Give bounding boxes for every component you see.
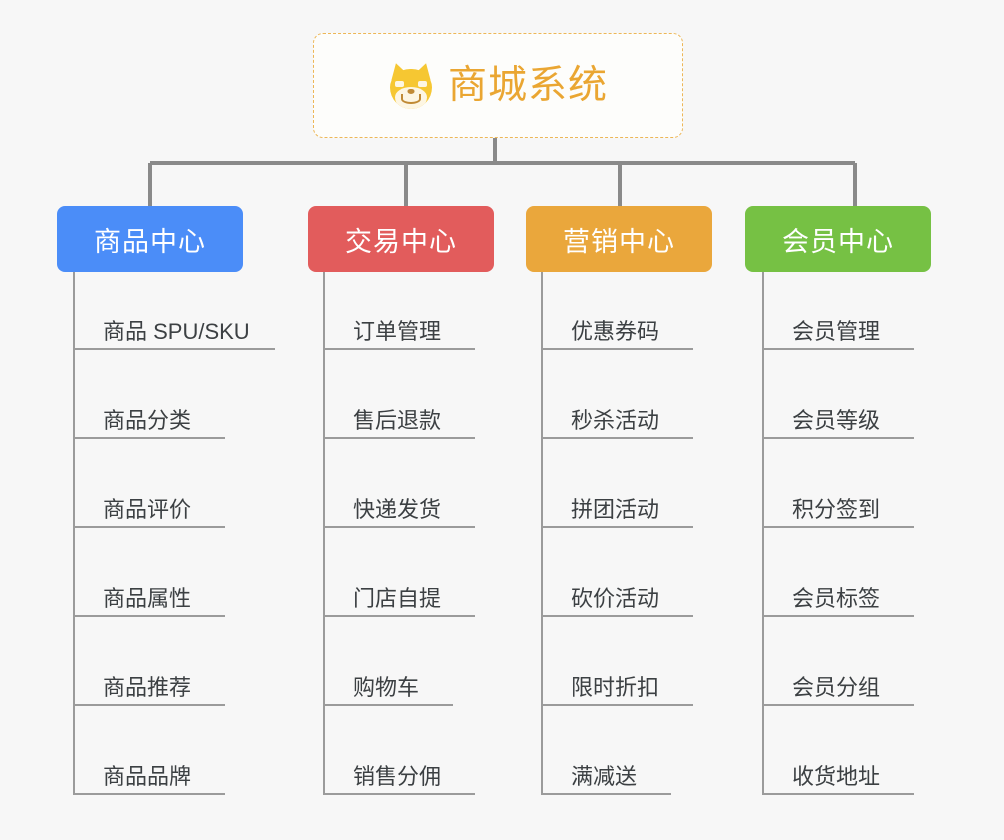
leaf-item[interactable]: 商品品牌 <box>73 751 225 795</box>
category-label: 营销中心 <box>563 226 675 257</box>
leaf-item[interactable]: 商品属性 <box>73 573 225 617</box>
leaf-item[interactable]: 积分签到 <box>762 484 914 528</box>
leaf-item-label: 拼团活动 <box>571 496 660 522</box>
leaf-item[interactable]: 砍价活动 <box>541 573 693 617</box>
leaf-item-label: 商品评价 <box>103 496 192 522</box>
leaf-item-label: 会员标签 <box>792 585 881 611</box>
category-marketing-center[interactable]: 营销中心 <box>526 206 712 272</box>
leaf-item-label: 快递发货 <box>353 496 442 522</box>
category-label: 商品中心 <box>94 226 206 257</box>
leaf-item-label: 商品 SPU/SKU <box>103 318 250 344</box>
shiba-inu-icon <box>387 60 435 109</box>
leaf-item-label: 秒杀活动 <box>571 407 660 433</box>
leaf-item-label: 订单管理 <box>353 318 442 344</box>
branch-trade-center: 交易中心订单管理售后退款快递发货门店自提购物车销售分佣 <box>308 206 494 795</box>
leaf-item[interactable]: 秒杀活动 <box>541 395 693 439</box>
leaf-item-label: 砍价活动 <box>571 585 660 611</box>
leaf-item-label: 购物车 <box>353 674 420 700</box>
leaf-item-label: 商品分类 <box>103 407 192 433</box>
branch-marketing-center: 营销中心优惠券码秒杀活动拼团活动砍价活动限时折扣满减送 <box>526 206 712 795</box>
branch-trunk-line <box>762 306 764 795</box>
leaf-item-label: 售后退款 <box>353 407 442 433</box>
leaf-item[interactable]: 商品推荐 <box>73 662 225 706</box>
root-node[interactable]: 商城系统 <box>313 33 683 138</box>
leaf-item-label: 商品品牌 <box>103 763 192 789</box>
leaf-item-label: 会员管理 <box>792 318 881 344</box>
leaf-item[interactable]: 商品评价 <box>73 484 225 528</box>
leaf-item[interactable]: 售后退款 <box>323 395 475 439</box>
leaf-item[interactable]: 购物车 <box>323 662 453 706</box>
leaf-item-label: 商品推荐 <box>103 674 192 700</box>
category-label: 会员中心 <box>782 226 894 257</box>
root-title: 商城系统 <box>447 64 608 107</box>
leaf-item[interactable]: 满减送 <box>541 751 671 795</box>
branch-member-center: 会员中心会员管理会员等级积分签到会员标签会员分组收货地址 <box>745 206 931 795</box>
leaf-item[interactable]: 限时折扣 <box>541 662 693 706</box>
leaf-item[interactable]: 会员分组 <box>762 662 914 706</box>
leaf-item-label: 满减送 <box>571 763 638 789</box>
leaf-item[interactable]: 商品 SPU/SKU <box>73 306 275 350</box>
leaf-item-label: 优惠券码 <box>571 318 660 344</box>
leaf-item[interactable]: 商品分类 <box>73 395 225 439</box>
category-trade-center[interactable]: 交易中心 <box>308 206 494 272</box>
branch-product-center: 商品中心商品 SPU/SKU 商品分类商品评价商品属性商品推荐商品品牌 <box>57 206 275 795</box>
leaf-item-label: 会员分组 <box>792 674 881 700</box>
leaf-item[interactable]: 门店自提 <box>323 573 475 617</box>
leaf-item-label: 门店自提 <box>353 585 442 611</box>
category-product-center[interactable]: 商品中心 <box>57 206 243 272</box>
leaf-item[interactable]: 优惠券码 <box>541 306 693 350</box>
leaf-item[interactable]: 会员管理 <box>762 306 914 350</box>
branch-trunk-line <box>323 306 325 795</box>
branch-trunk-line <box>73 306 75 795</box>
leaf-item[interactable]: 快递发货 <box>323 484 475 528</box>
leaf-item[interactable]: 收货地址 <box>762 751 914 795</box>
leaf-item-label: 积分签到 <box>792 496 881 522</box>
category-label: 交易中心 <box>345 226 457 257</box>
branch-trunk-line <box>541 306 543 795</box>
leaf-item[interactable]: 销售分佣 <box>323 751 475 795</box>
leaf-item-label: 限时折扣 <box>571 674 660 700</box>
leaf-item[interactable]: 拼团活动 <box>541 484 693 528</box>
leaf-item-label: 收货地址 <box>792 763 881 789</box>
leaf-item[interactable]: 会员等级 <box>762 395 914 439</box>
leaf-item[interactable]: 会员标签 <box>762 573 914 617</box>
leaf-item-label: 销售分佣 <box>353 763 442 789</box>
leaf-item-label: 会员等级 <box>792 407 881 433</box>
leaf-item-label: 商品属性 <box>103 585 192 611</box>
category-member-center[interactable]: 会员中心 <box>745 206 931 272</box>
leaf-item[interactable]: 订单管理 <box>323 306 475 350</box>
